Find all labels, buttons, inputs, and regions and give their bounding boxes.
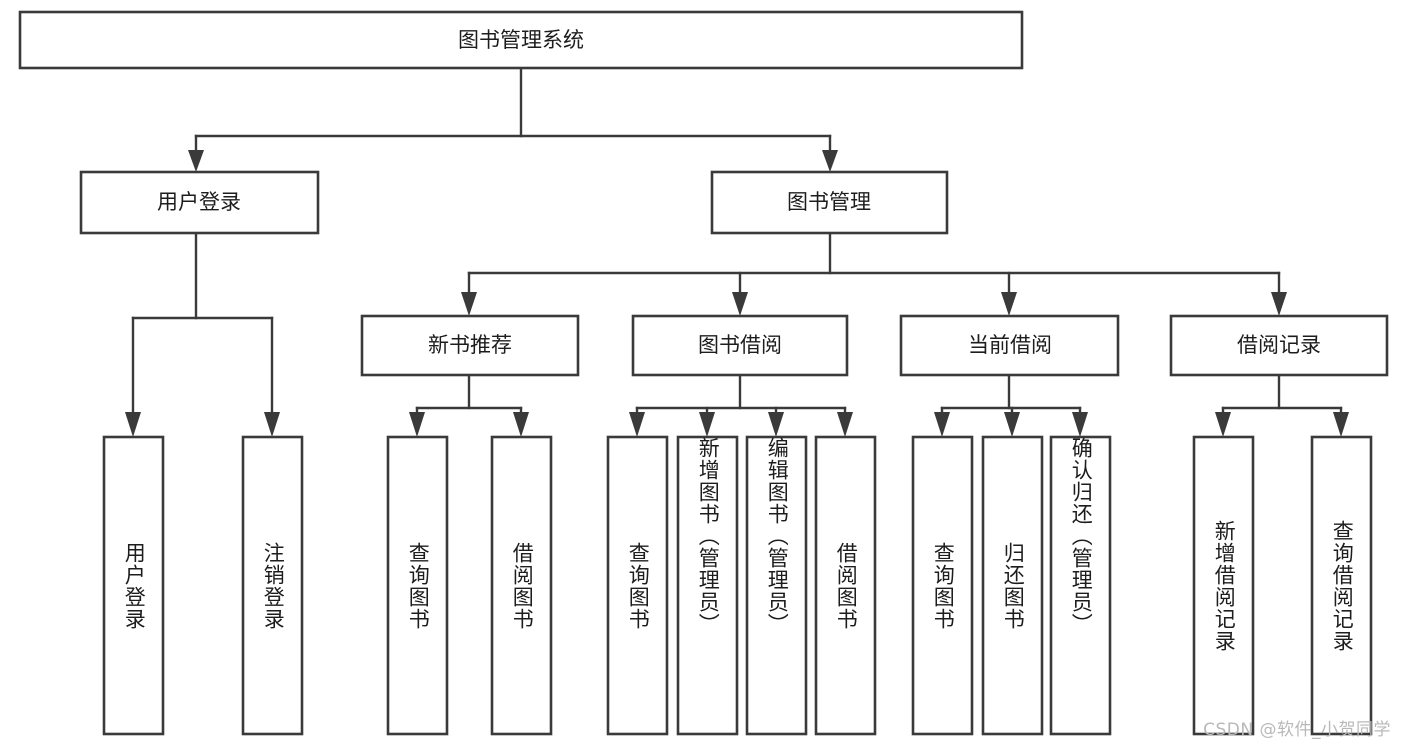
node-new-book-recommend-box[interactable] — [360, 314, 580, 377]
arrow-root-to-book-manage — [822, 150, 838, 172]
arrow-book-manage-to-new-book — [461, 292, 477, 316]
node-root[interactable]: 图书管理系统 — [18, 10, 1024, 70]
arrow-current-borrow-leaf-1 — [934, 412, 950, 437]
node-book-borrow-box[interactable] — [631, 314, 849, 377]
node-user-login-box[interactable] — [79, 170, 320, 235]
node-root-label: 图书管理系统 — [458, 28, 584, 52]
leaf-box-current-borrow-1[interactable] — [911, 435, 974, 736]
arrow-borrow-record-leaf-2 — [1333, 412, 1349, 437]
arrow-new-book-leaf-2 — [513, 412, 529, 437]
node-borrow-record-box[interactable] — [1169, 314, 1389, 377]
node-borrow-record-label: 借阅记录 — [1237, 333, 1321, 357]
arrow-book-borrow-leaf-3 — [768, 412, 784, 437]
leaf-box-book-borrow-4[interactable] — [814, 435, 877, 736]
arrow-borrow-record-leaf-1 — [1215, 412, 1231, 437]
leaf-box-new-book-1[interactable] — [386, 435, 449, 736]
node-book-manage-label: 图书管理 — [787, 190, 871, 214]
arrow-new-book-leaf-1 — [409, 412, 425, 437]
arrow-book-manage-to-borrow-record — [1271, 292, 1287, 316]
node-book-borrow[interactable]: 图书借阅 — [631, 314, 849, 377]
leaf-box-current-borrow-3[interactable] — [1049, 435, 1112, 736]
node-user-login[interactable]: 用户登录 — [79, 170, 320, 235]
node-book-manage[interactable]: 图书管理 — [710, 170, 949, 235]
leaf-box-book-borrow-3[interactable] — [745, 435, 808, 736]
arrow-book-manage-to-book-borrow — [732, 292, 748, 316]
arrow-current-borrow-leaf-2 — [1004, 412, 1020, 437]
leaf-box-borrow-record-2[interactable] — [1310, 435, 1373, 736]
node-user-login-label: 用户登录 — [157, 190, 241, 214]
arrow-root-to-user-login — [188, 150, 204, 172]
node-current-borrow-label: 当前借阅 — [968, 333, 1052, 357]
arrow-user-login-leaf-2 — [264, 412, 280, 437]
connector-group — [125, 66, 1349, 437]
node-book-manage-box[interactable] — [710, 170, 949, 235]
leaf-box-current-borrow-2[interactable] — [981, 435, 1044, 736]
leaf-box-book-borrow-1[interactable] — [606, 435, 669, 736]
csdn-watermark: CSDN @软件_小贺同学 — [1203, 720, 1391, 740]
leaf-box-new-book-2[interactable] — [490, 435, 553, 736]
leaf-box-user-login-1[interactable] — [102, 435, 165, 736]
arrow-book-borrow-leaf-4 — [837, 412, 853, 437]
node-current-borrow[interactable]: 当前借阅 — [899, 314, 1120, 377]
node-current-borrow-box[interactable] — [899, 314, 1120, 377]
leaf-box-borrow-record-1[interactable] — [1192, 435, 1255, 736]
node-book-borrow-label: 图书借阅 — [698, 333, 782, 357]
leaf-box-book-borrow-2[interactable] — [676, 435, 739, 736]
arrow-user-login-leaf-1 — [125, 412, 141, 437]
arrow-current-borrow-leaf-3 — [1072, 412, 1088, 437]
arrow-book-manage-to-current-borrow — [1001, 292, 1017, 316]
node-new-book-recommend[interactable]: 新书推荐 — [360, 314, 580, 377]
arrow-book-borrow-leaf-1 — [629, 412, 645, 437]
node-new-book-recommend-label: 新书推荐 — [428, 333, 512, 357]
node-root-box[interactable] — [18, 10, 1024, 70]
arrow-book-borrow-leaf-2 — [699, 412, 715, 437]
node-borrow-record[interactable]: 借阅记录 — [1169, 314, 1389, 377]
leaf-box-user-login-2[interactable] — [241, 435, 304, 736]
